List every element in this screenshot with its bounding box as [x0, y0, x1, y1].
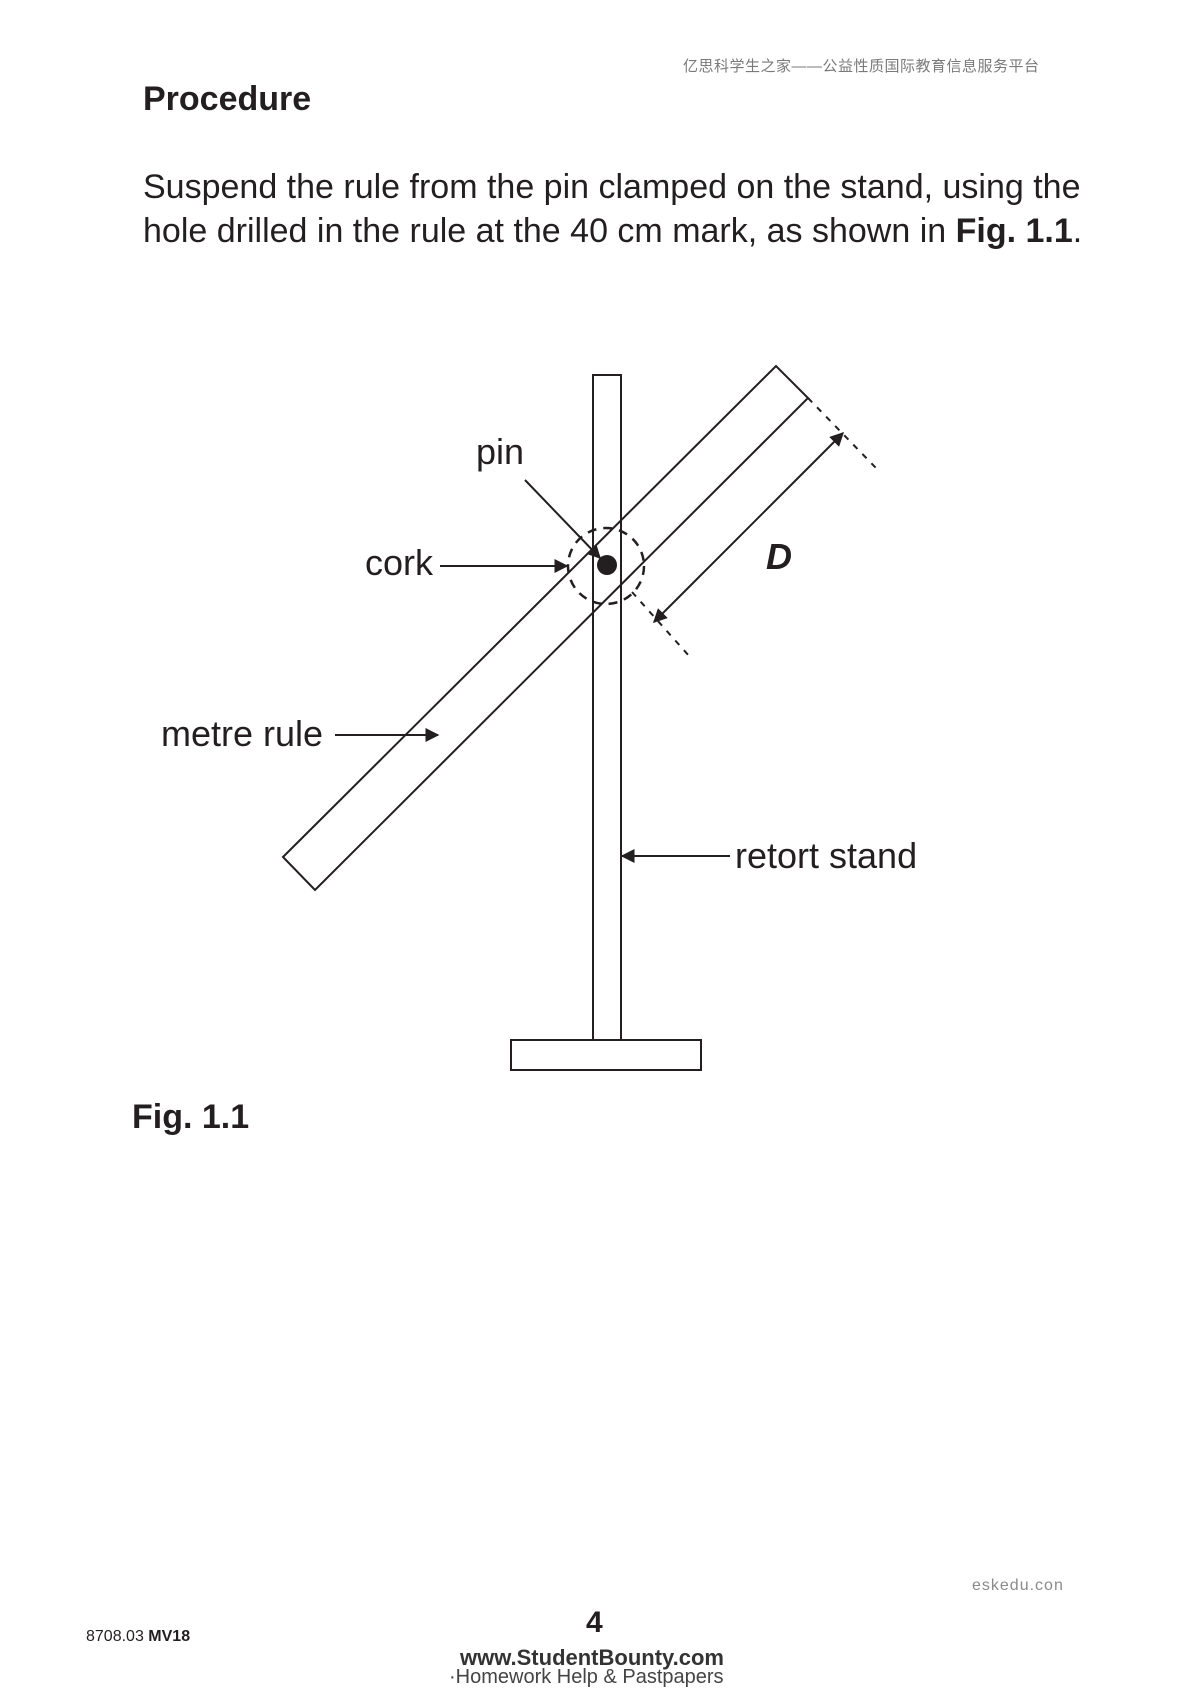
- pin-label: pin: [476, 431, 524, 472]
- paper-code: 8708.03 MV18: [86, 1628, 190, 1646]
- cork-label: cork: [365, 542, 434, 583]
- paragraph-end: .: [1072, 212, 1083, 250]
- site-tagline: ·Homework Help & Pastpapers: [449, 1666, 724, 1688]
- distance-arrow: [653, 432, 844, 623]
- distance-label: D: [766, 536, 792, 577]
- section-heading: Procedure: [143, 80, 312, 118]
- retort-stand-label: retort stand: [735, 835, 917, 876]
- pin: [597, 555, 617, 575]
- paper-variant: MV18: [148, 1628, 191, 1645]
- pin-leader: [524, 479, 601, 560]
- watermark: eskedu.con: [972, 1577, 1064, 1594]
- stand-rod: [592, 374, 622, 1041]
- extension-line-top: [807, 397, 877, 469]
- procedure-paragraph: Suspend the rule from the pin clamped on…: [143, 165, 1103, 253]
- page-number: 4: [586, 1606, 603, 1639]
- figure-caption: Fig. 1.1: [132, 1098, 250, 1136]
- figure-reference: Fig. 1.1: [955, 212, 1073, 250]
- header-note: 亿思科学生之家——公益性质国际教育信息服务平台: [683, 58, 1040, 75]
- metre-rule-label: metre rule: [161, 713, 323, 754]
- stand-base: [510, 1039, 702, 1071]
- paper-code-number: 8708.03: [86, 1628, 144, 1645]
- metre-rule: [281, 364, 810, 892]
- extension-line-bottom: [631, 591, 691, 658]
- paragraph-text: Suspend the rule from the pin clamped on…: [143, 168, 1081, 250]
- site-link[interactable]: www.StudentBounty.com: [460, 1645, 724, 1670]
